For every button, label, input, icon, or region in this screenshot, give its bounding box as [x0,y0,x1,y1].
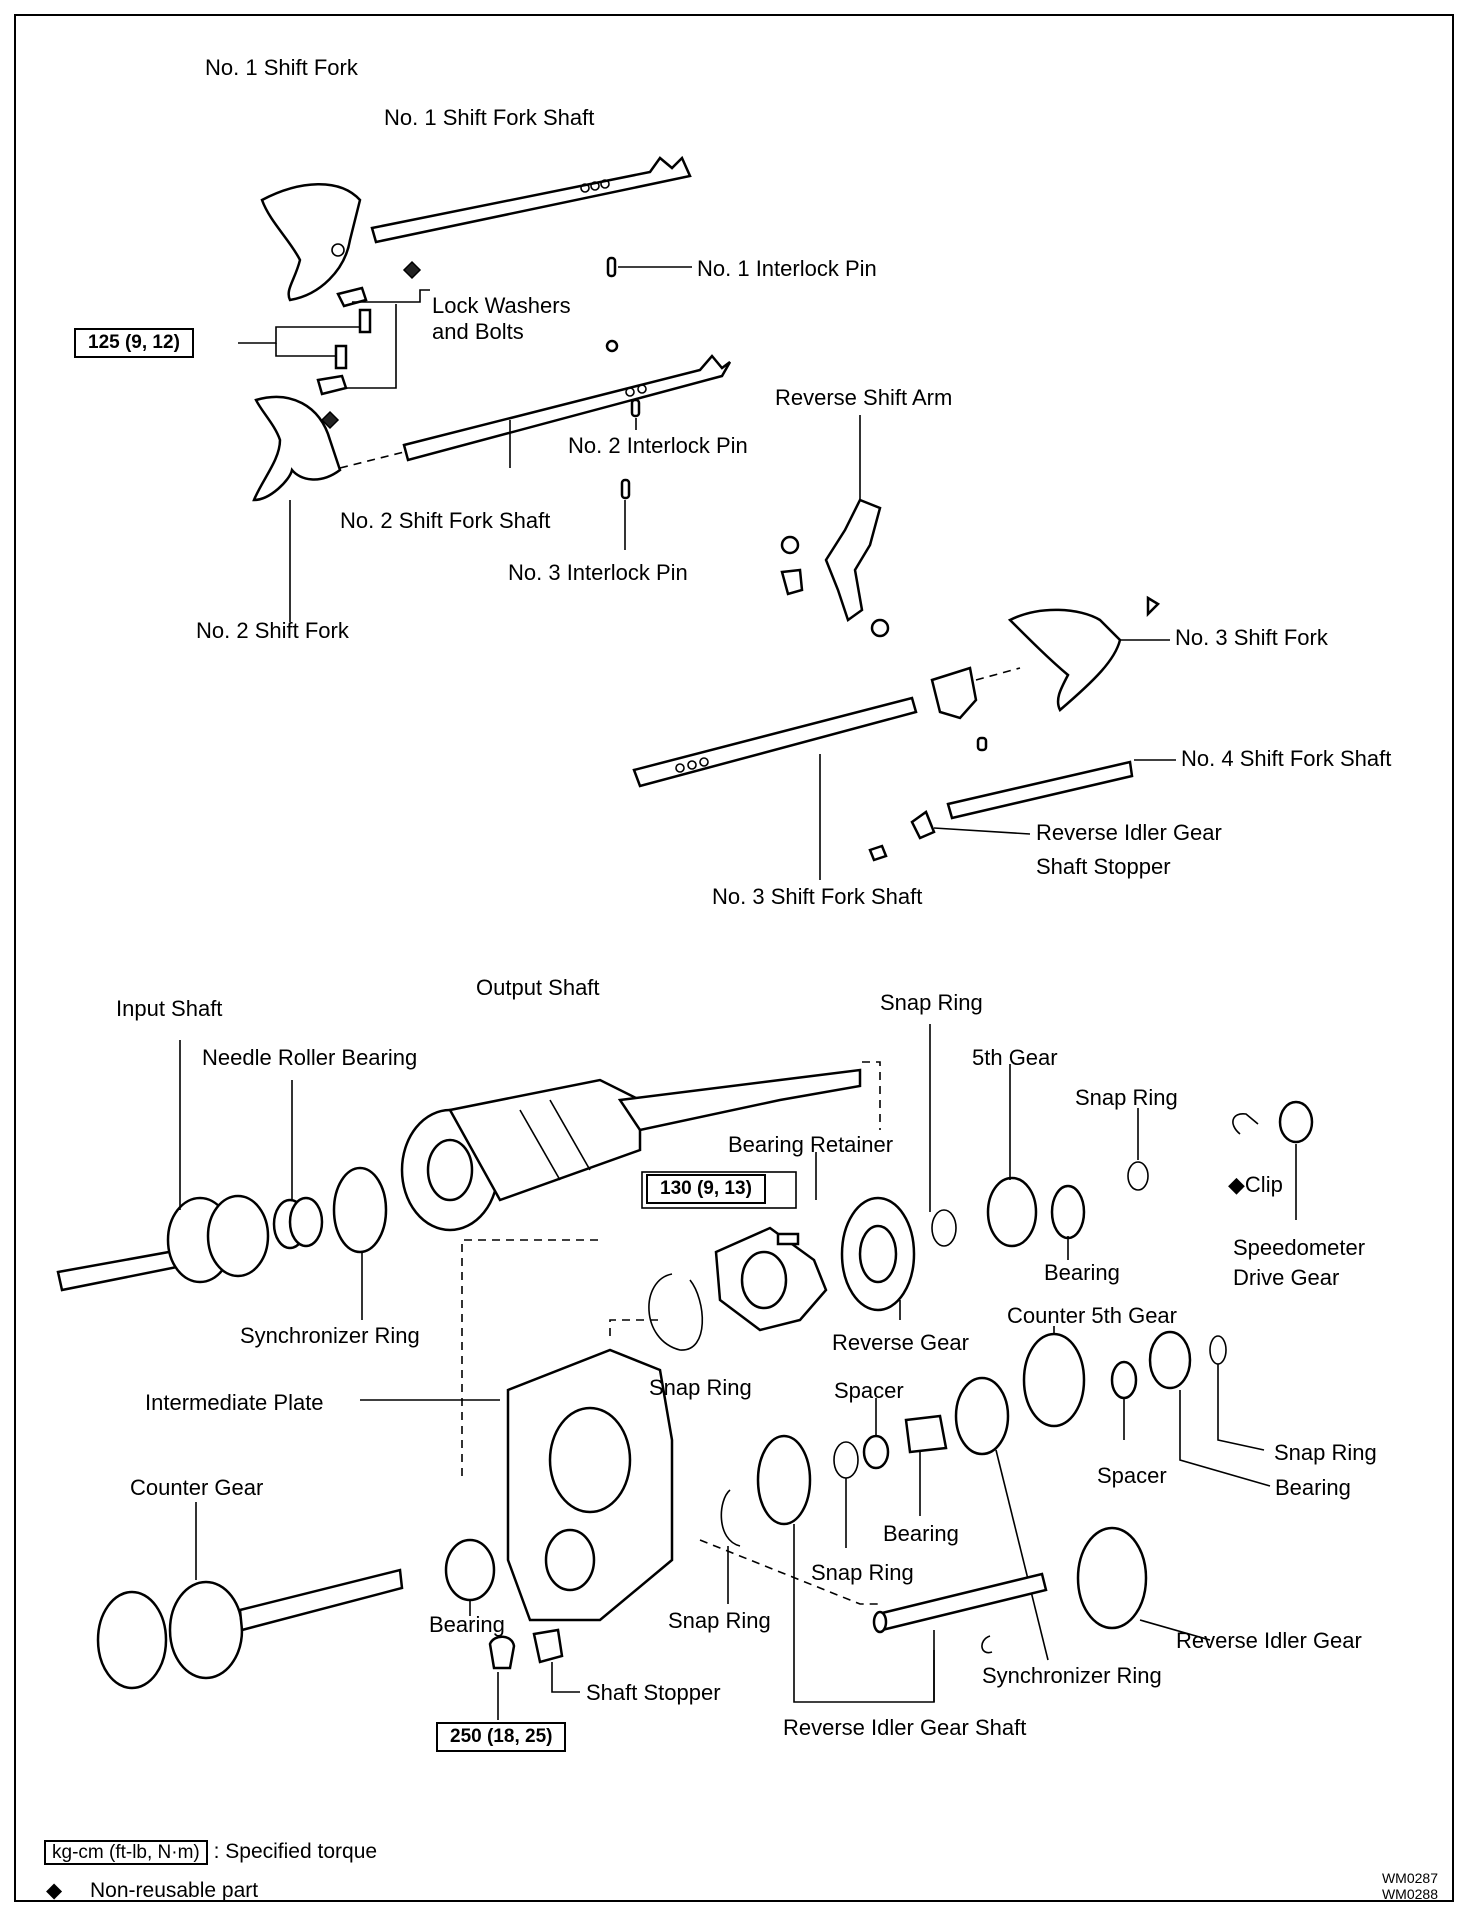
bearing-plate-drawing [444,1538,496,1602]
label-reverse-shift-arm: Reverse Shift Arm [775,385,953,410]
reverse-idler-gear-shaft-drawing [872,1572,1048,1654]
label-spacer-right: Spacer [1097,1463,1167,1488]
reverse-shift-arm-drawing [780,498,890,638]
counter-5th-gear-drawing [1022,1332,1086,1428]
label-reverse-idler-gear-shaft: Reverse Idler Gear Shaft [783,1715,1027,1740]
label-no2-shift-fork: No. 2 Shift Fork [196,618,349,643]
bolt-1 [358,308,372,334]
label-clip: ◆Clip [1228,1172,1283,1198]
label-5th-gear: 5th Gear [972,1045,1058,1070]
label-counter-gear: Counter Gear [130,1475,264,1500]
label-input-shaft: Input Shaft [116,996,223,1021]
reverse-idler-gear-drawing [1076,1526,1148,1630]
label-synchronizer-ring-right: Synchronizer Ring [982,1663,1162,1688]
label-needle-roller-bearing: Needle Roller Bearing [202,1045,418,1070]
label-lock-washers-and-bolts: Lock Washers and Bolts [432,293,571,344]
no1-shift-fork-drawing [260,183,362,302]
snap-ring-lower-drawing [720,1489,741,1547]
label-bearing-retainer: Bearing Retainer [728,1132,894,1157]
label-no2-shift-fork-shaft: No. 2 Shift Fork Shaft [340,508,551,533]
torque-bearing-retainer: 130 (9, 13) [646,1174,766,1204]
plate-bolt-drawing [488,1635,516,1670]
label-no4-shift-fork-shaft: No. 4 Shift Fork Shaft [1181,746,1392,771]
output-shaft-drawing [400,1068,862,1232]
label-reverse-idler-gear: Reverse Idler Gear [1176,1628,1362,1653]
label-snap-ring-far-right: Snap Ring [1274,1440,1377,1465]
figure-codes: WM0287 WM0288 [1382,1870,1438,1902]
fifth-gear-drawing [986,1176,1038,1248]
label-snap-ring-top: Snap Ring [880,990,983,1015]
label-bearing-mid: Bearing [883,1521,959,1546]
label-spacer-mid: Spacer [834,1378,904,1403]
label-clip-text: Clip [1244,1172,1283,1197]
bearing-right-drawing [1148,1330,1192,1390]
label-counter-5th-gear: Counter 5th Gear [1007,1303,1177,1328]
no4-shift-fork-shaft-drawing [868,760,1134,862]
label-no2-interlock-pin: No. 2 Interlock Pin [568,433,748,458]
label-no3-interlock-pin: No. 3 Interlock Pin [508,560,688,585]
figure-code-1: WM0287 [1381,1870,1438,1886]
label-no1-interlock-pin: No. 1 Interlock Pin [697,256,877,281]
torque-lock-bolts: 125 (9, 12) [74,328,194,358]
label-bearing-5th: Bearing [1044,1260,1120,1285]
label-snap-ring-right: Snap Ring [1075,1085,1178,1110]
intermediate-plate-drawing [506,1348,674,1622]
legend-unit-box: kg-cm (ft-lb, N·m) [44,1840,208,1865]
no2-shift-fork-shaft-drawing [402,339,732,462]
reverse-gear-drawing [840,1196,916,1312]
speedometer-drive-gear-drawing [1278,1100,1314,1144]
label-snap-ring-bottom: Snap Ring [668,1608,771,1633]
label-snap-ring-mid: Snap Ring [649,1375,752,1400]
bearing-retainer-drawing [714,1226,828,1332]
label-no1-shift-fork-shaft: No. 1 Shift Fork Shaft [384,105,595,130]
label-intermediate-plate: Intermediate Plate [145,1390,324,1415]
label-no1-shift-fork: No. 1 Shift Fork [205,55,358,80]
needle-roller-bearing-drawing [272,1196,324,1250]
bolt-2 [334,344,348,370]
diamond-icon: ◆ [46,1879,63,1902]
torque-plate-bolt: 250 (18, 25) [436,1722,567,1752]
legend-specified-torque: kg-cm (ft-lb, N·m) : Specified torque [44,1840,378,1865]
synchronizer-ring-drawing [332,1166,388,1254]
label-speedometer-drive-gear: Speedometer Drive Gear [1233,1235,1366,1290]
label-reverse-gear: Reverse Gear [832,1330,969,1355]
no3-shift-fork-drawing [1007,595,1161,712]
lock-washer-1 [336,286,368,308]
figure-code-2: WM0288 [1381,1886,1438,1902]
snap-ring-retainer [648,1273,704,1351]
label-output-shaft: Output Shaft [476,975,600,1000]
legend-nonreusable: ◆ Non-reusable part [46,1878,258,1903]
label-no3-shift-fork: No. 3 Shift Fork [1175,625,1328,650]
bearing-5th-drawing [1050,1184,1086,1240]
needle-bearing-mid-drawing [904,1414,948,1454]
synchronizer-ring-right-drawing [954,1376,1010,1456]
label-no3-shift-fork-shaft: No. 3 Shift Fork Shaft [712,884,923,909]
no2-shift-fork-drawing [252,395,342,502]
legend-unit-text: : Specified torque [213,1840,378,1863]
bearing-big-drawing [756,1434,812,1526]
label-bearing-right: Bearing [1275,1475,1351,1500]
no1-interlock-pin-drawing [606,256,617,278]
page-border [14,14,1454,1902]
label-bearing-plate: Bearing [429,1612,505,1637]
nonreusable-diamond-icon: ◆ [1228,1172,1245,1197]
legend-nonreusable-text: Non-reusable part [90,1879,259,1902]
lock-washer-2 [316,374,348,396]
input-shaft-drawing [56,1194,270,1292]
label-snap-ring-lower: Snap Ring [811,1560,914,1585]
counter-gear-drawing [96,1568,404,1690]
no3-shift-fork-shaft-drawing [632,666,988,788]
clip-drawing [1232,1113,1259,1135]
label-reverse-idler-gear-shaft-stopper: Reverse Idler Gear Shaft Stopper [1036,820,1222,879]
shaft-stopper-drawing [532,1628,564,1664]
label-synchronizer-ring-left: Synchronizer Ring [240,1323,420,1348]
no1-shift-fork-shaft-drawing [370,155,692,244]
label-shaft-stopper: Shaft Stopper [586,1680,721,1705]
